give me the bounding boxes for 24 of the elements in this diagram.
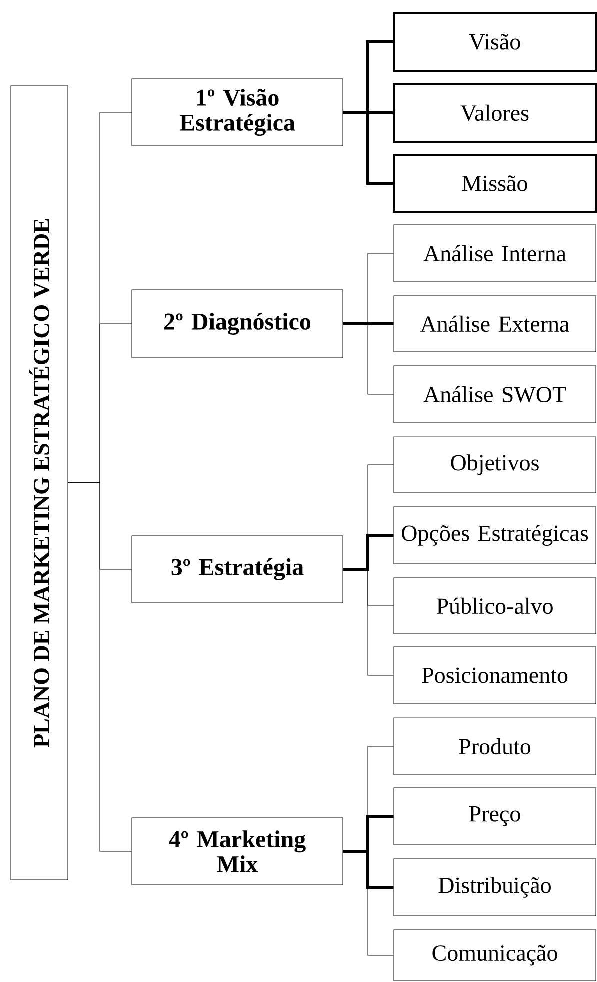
- stage-box: 3º Estratégia: [132, 536, 344, 604]
- item-box: Visão: [393, 12, 597, 72]
- item-box: Distribuição: [394, 858, 596, 916]
- item-box: Público-alvo: [394, 578, 596, 634]
- item-box: Análise SWOT: [394, 366, 596, 424]
- connector: [343, 850, 394, 889]
- connector: [343, 111, 393, 185]
- item-box: Valores: [393, 83, 597, 143]
- item-box: Comunicação: [394, 930, 596, 982]
- item-box: Análise Interna: [394, 224, 596, 282]
- connector: [68, 482, 132, 852]
- item-box: Posicionamento: [394, 646, 596, 704]
- connector: [343, 534, 394, 571]
- connector: [343, 322, 394, 326]
- stage-box: 1º Visão Estratégica: [132, 78, 344, 146]
- stage-box: 4º Marketing Mix: [132, 818, 344, 886]
- item-box: Opções Estratégicas: [394, 506, 596, 564]
- stage-box: 2º Diagnóstico: [132, 290, 344, 358]
- item-box: Objetivos: [394, 436, 596, 494]
- item-box: Preço: [394, 788, 596, 846]
- item-box: Análise Externa: [394, 296, 596, 352]
- title-box: PLANO DE MARKETING ESTRATÉGICO VERDE: [10, 86, 68, 880]
- item-box: Missão: [393, 154, 597, 213]
- item-box: Produto: [394, 718, 596, 776]
